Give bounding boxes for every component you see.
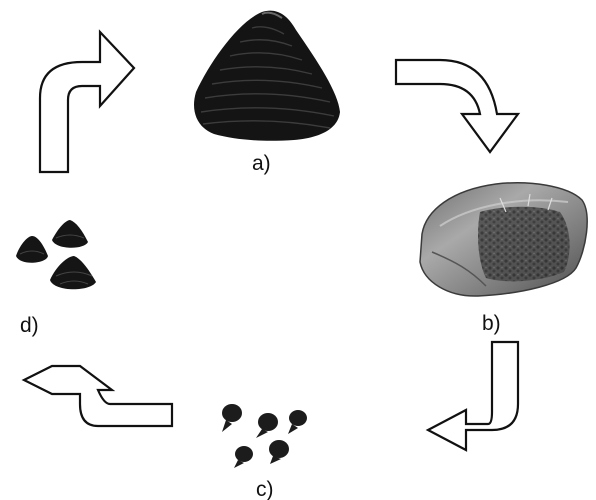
panel-a-label: a) [252, 152, 271, 175]
fragment-2 [256, 413, 278, 438]
panel-c-shell-fragments [222, 404, 307, 468]
arrow-c-to-d [24, 366, 172, 426]
small-shell-1 [16, 236, 48, 263]
panel-a-shell-image [194, 11, 340, 141]
panel-b-label: b) [482, 312, 501, 335]
fragment-3 [288, 410, 307, 434]
arrow-b-to-c [428, 342, 518, 450]
arrow-a-to-b [396, 60, 518, 152]
panel-d-juvenile-shells [16, 220, 96, 289]
fragment-1 [222, 404, 242, 432]
fragment-4 [234, 446, 253, 468]
panel-c-label: c) [256, 478, 274, 500]
small-shell-2 [52, 220, 88, 248]
fragment-5 [269, 440, 289, 464]
small-shell-3 [50, 256, 96, 289]
panel-d-label: d) [20, 314, 39, 337]
arrow-d-to-a [40, 32, 134, 172]
slab-porous-region [478, 207, 570, 282]
panel-b-slab-image [420, 183, 587, 296]
